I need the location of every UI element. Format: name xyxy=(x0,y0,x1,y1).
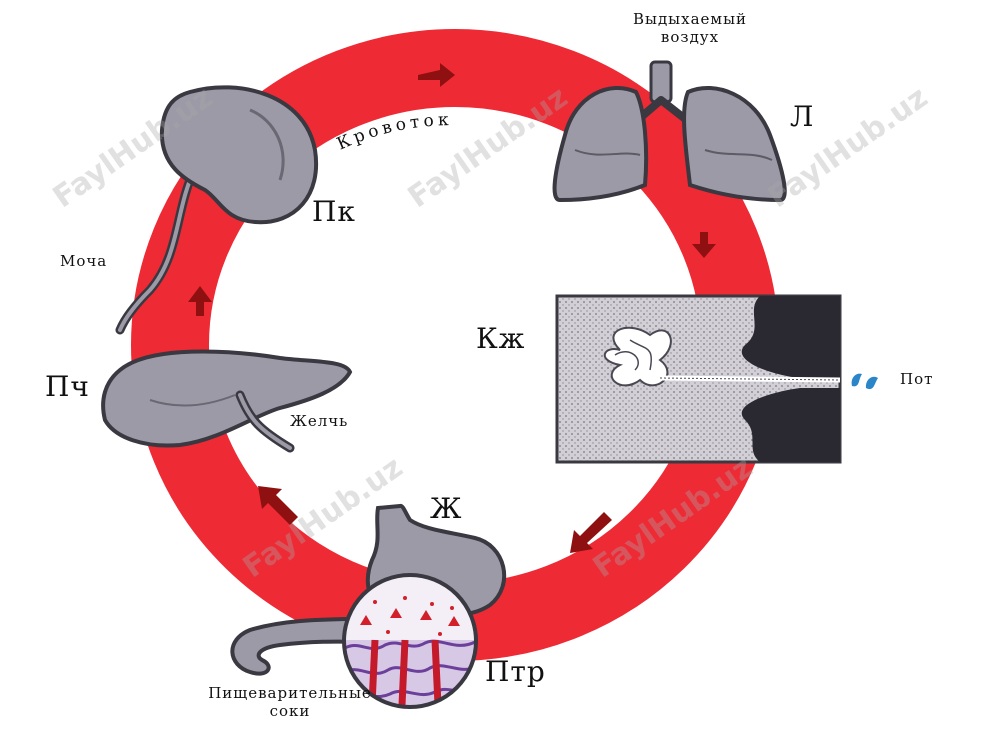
flow-arrows xyxy=(188,63,716,553)
lungs-illustration xyxy=(552,60,787,203)
digestive-juices-line2: соки xyxy=(269,702,311,720)
intestine-label: Птр xyxy=(485,655,546,688)
sweat-label: Пот xyxy=(900,370,934,388)
exhaled-air-line1: Выдыхаемый xyxy=(632,10,748,28)
arrow-up-left-icon xyxy=(258,486,298,525)
exhaled-air-label: Выдыхаемый воздух xyxy=(590,10,790,46)
arrow-down-icon xyxy=(692,232,716,258)
sweat-drop-icon xyxy=(851,373,878,390)
liver-illustration xyxy=(101,349,353,453)
kidney-label: Пк xyxy=(312,195,356,228)
skin-label: Кж xyxy=(476,322,526,355)
arrow-up-icon xyxy=(188,286,212,316)
exhaled-air-line2: воздух xyxy=(660,28,720,46)
urine-label: Моча xyxy=(60,252,108,270)
liver-label: Пч xyxy=(45,370,90,403)
digestive-juices-line1: Пищеварительные xyxy=(208,684,372,702)
kidney-illustration xyxy=(115,85,319,335)
bile-label: Желчь xyxy=(290,412,349,430)
arrow-down-left-icon xyxy=(570,512,612,553)
skin-section-illustration xyxy=(555,294,842,464)
lungs-label: Л xyxy=(790,100,815,133)
arrow-right-icon xyxy=(418,63,455,87)
digestive-juices-label: Пищеварительные соки xyxy=(160,684,420,720)
stomach-label: Ж xyxy=(430,492,463,525)
